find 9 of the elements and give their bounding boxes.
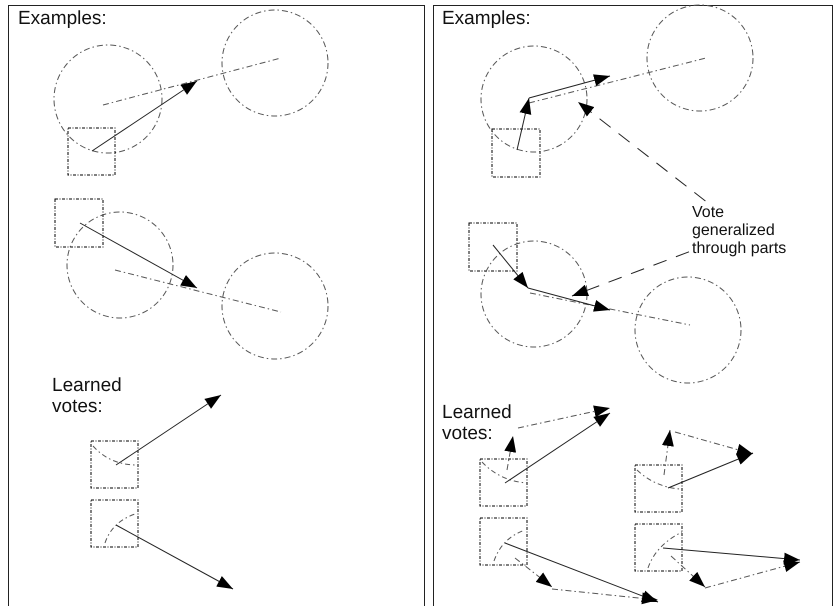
panel-frame [433,5,833,606]
panel-frame [8,5,425,606]
leader-line [578,102,706,202]
leader-line [572,251,690,296]
section-heading: Examples: [442,8,531,29]
section-heading: Learned votes: [442,402,513,444]
section-heading: Learned votes: [52,375,123,417]
section-heading: Examples: [18,8,107,29]
annotation-text: Vote generalized through parts [692,204,796,258]
